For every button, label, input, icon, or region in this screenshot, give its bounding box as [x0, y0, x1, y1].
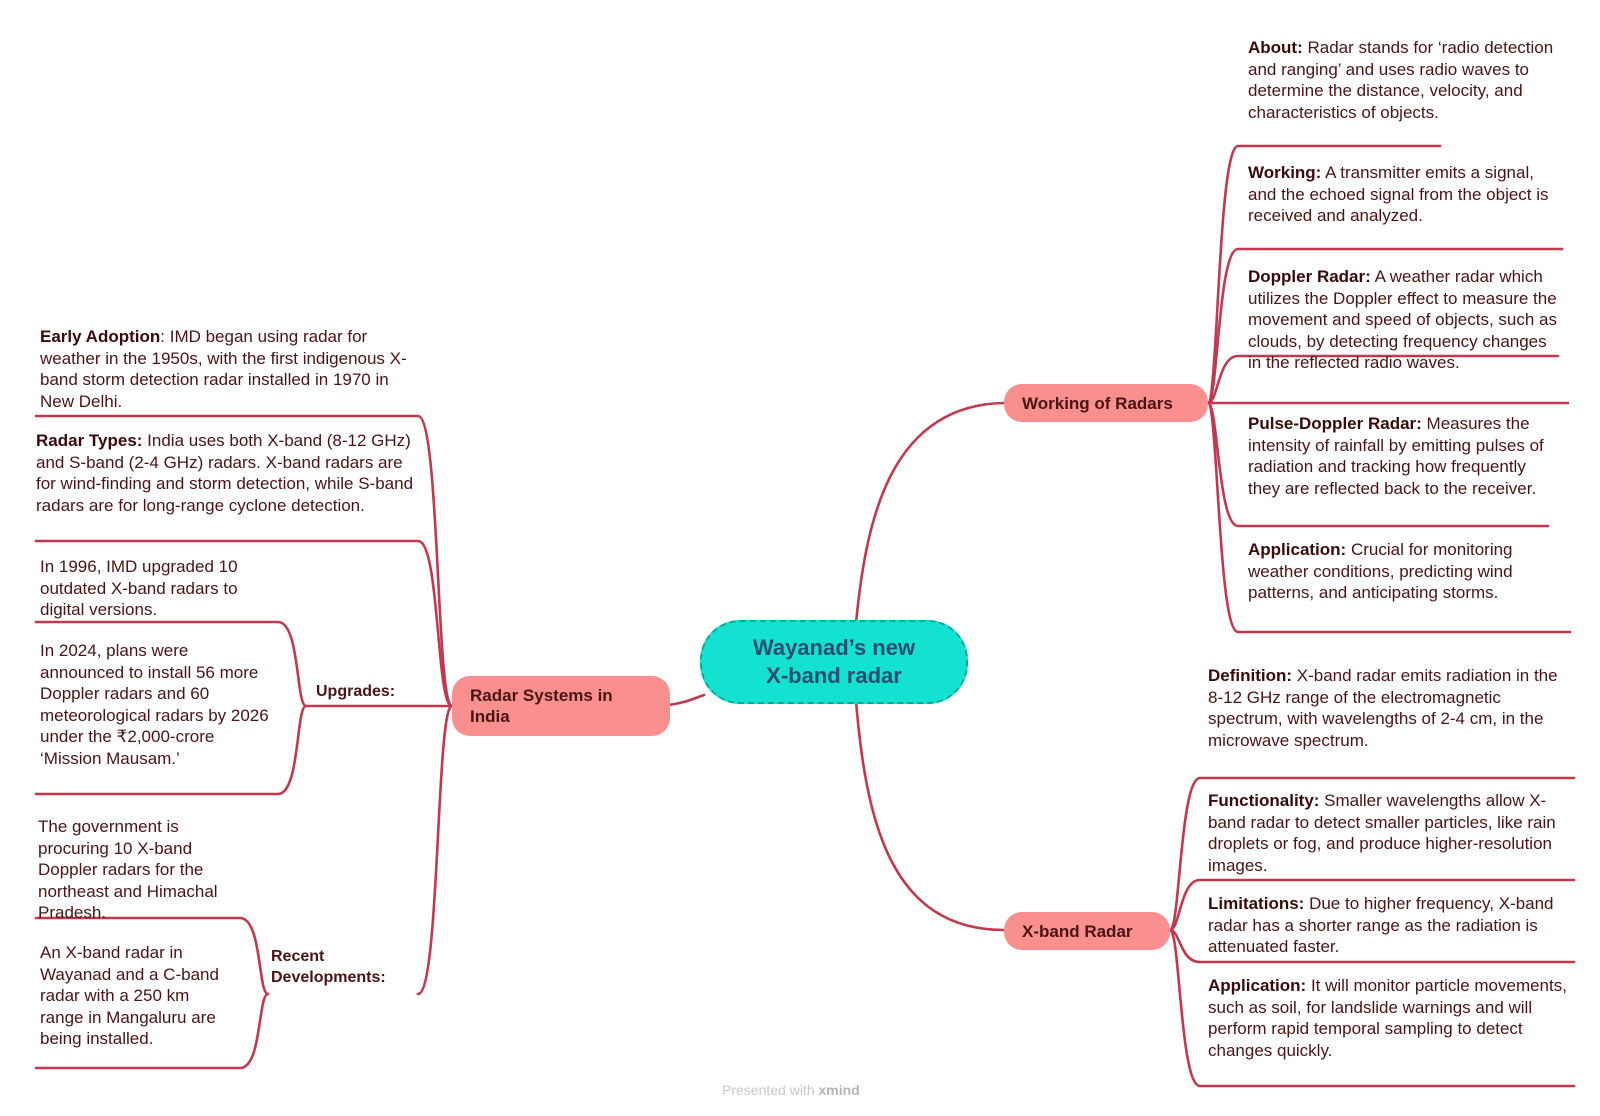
connector-xband-limitations [1168, 928, 1576, 964]
central-topic-line1: Wayanad’s new [752, 635, 916, 660]
leaf-title: Radar Types: [36, 431, 143, 450]
connector-india-types [34, 539, 454, 708]
connector-working-working [1206, 247, 1564, 405]
leaf-early-adoption[interactable]: Early Adoption: IMD began using radar fo… [40, 326, 416, 412]
leaf-text: Measures the intensity of rainfall by em… [1248, 414, 1544, 498]
leaf-about[interactable]: About: Radar stands for ‘radio detection… [1248, 37, 1554, 123]
connector-india-recent [416, 704, 454, 996]
main-topic-working-of-radars[interactable]: Working of Radars [1004, 384, 1208, 422]
leaf-working[interactable]: Working: A transmitter emits a signal, a… [1248, 162, 1560, 227]
leaf-text: Radar stands for ‘radio detection and ra… [1248, 38, 1554, 122]
leaf-upgrades-2024[interactable]: In 2024, plans were announced to install… [40, 640, 274, 770]
connector-working-application [1206, 401, 1572, 634]
main-topic-label: Working of Radars [1022, 393, 1173, 413]
leaf-title: Doppler Radar: [1248, 267, 1371, 286]
presented-with-credit: Presented with xmind [722, 1082, 860, 1098]
leaf-title: Early Adoption [40, 327, 161, 346]
leaf-title-colon: : [160, 327, 165, 346]
subtopic-label: Upgrades: [316, 683, 396, 700]
xmind-logo-text: xmind [818, 1082, 860, 1098]
leaf-text: A transmitter emits a signal, and the ec… [1248, 163, 1549, 226]
subtopic-recent-developments[interactable]: Recent Developments: [271, 946, 421, 988]
connector-central-working [854, 401, 1006, 625]
leaf-limitations[interactable]: Limitations: Due to higher frequency, X-… [1208, 893, 1574, 958]
leaf-text: Due to higher frequency, X-band radar ha… [1208, 894, 1554, 957]
leaf-doppler-radar[interactable]: Doppler Radar: A weather radar which uti… [1248, 266, 1560, 374]
leaf-recent-procuring[interactable]: The government is procuring 10 X-band Do… [38, 816, 234, 924]
leaf-text: Smaller wavelengths allow X-band radar t… [1208, 791, 1556, 875]
leaf-title: Working: [1248, 163, 1322, 182]
central-topic-line2: X-band radar [766, 663, 902, 688]
main-topic-label: Radar Systems in India [470, 686, 613, 726]
leaf-text: India uses both X-band (8-12 GHz) and S-… [36, 431, 414, 515]
leaf-text: It will monitor particle movements, such… [1208, 976, 1567, 1060]
leaf-title: Application: [1208, 976, 1307, 995]
central-topic[interactable]: Wayanad’s new X-band radar [700, 620, 968, 704]
leaf-text: In 1996, IMD upgraded 10 outdated X-band… [40, 557, 238, 620]
connector-xband-application [1168, 928, 1576, 1088]
leaf-text: In 2024, plans were announced to install… [40, 641, 269, 768]
leaf-text: Crucial for monitoring weather condition… [1248, 540, 1513, 603]
leaf-upgrades-1996[interactable]: In 1996, IMD upgraded 10 outdated X-band… [40, 556, 274, 621]
leaf-text: The government is procuring 10 X-band Do… [38, 817, 218, 923]
leaf-pulse-doppler-radar[interactable]: Pulse-Doppler Radar: Measures the intens… [1248, 413, 1560, 499]
connector-upgrades-item1 [34, 620, 308, 708]
leaf-title: About: [1248, 38, 1303, 57]
leaf-title: Definition: [1208, 666, 1293, 685]
connector-recent-item1 [34, 916, 270, 996]
main-topic-xband-radar[interactable]: X-band Radar [1004, 912, 1170, 950]
connector-central-radar-india [666, 693, 706, 707]
leaf-working-application[interactable]: Application: Crucial for monitoring weat… [1248, 539, 1570, 604]
leaf-definition[interactable]: Definition: X-band radar emits radiation… [1208, 665, 1574, 751]
connector-central-xband [854, 699, 1006, 932]
subtopic-upgrades[interactable]: Upgrades: [316, 681, 395, 702]
leaf-title: Functionality: [1208, 791, 1320, 810]
leaf-text: An X-band radar in Wayanad and a C-band … [40, 943, 219, 1049]
connector-working-doppler [1206, 354, 1560, 405]
main-topic-radar-systems-india[interactable]: Radar Systems in India [452, 676, 670, 736]
leaf-text: A weather radar which utilizes the Doppl… [1248, 267, 1558, 373]
connector-upgrades-item2 [34, 704, 308, 796]
leaf-title: Application: [1248, 540, 1347, 559]
leaf-recent-wayanad[interactable]: An X-band radar in Wayanad and a C-band … [40, 942, 236, 1050]
subtopic-label: Recent Developments: [271, 948, 386, 986]
leaf-title: Pulse-Doppler Radar: [1248, 414, 1422, 433]
main-topic-label: X-band Radar [1022, 921, 1133, 941]
connector-india-early [34, 414, 454, 708]
credit-text: Presented with [722, 1082, 819, 1098]
leaf-functionality[interactable]: Functionality: Smaller wavelengths allow… [1208, 790, 1574, 876]
connector-xband-definition [1168, 776, 1576, 932]
connector-recent-item2 [34, 992, 270, 1070]
leaf-title: Limitations: [1208, 894, 1305, 913]
leaf-radar-types[interactable]: Radar Types: India uses both X-band (8-1… [36, 430, 420, 516]
connector-xband-functionality [1168, 878, 1576, 932]
leaf-text: IMD began using radar for weather in the… [40, 327, 407, 411]
leaf-text: X-band radar emits radiation in the 8-12… [1208, 666, 1558, 750]
leaf-xband-application[interactable]: Application: It will monitor particle mo… [1208, 975, 1574, 1061]
